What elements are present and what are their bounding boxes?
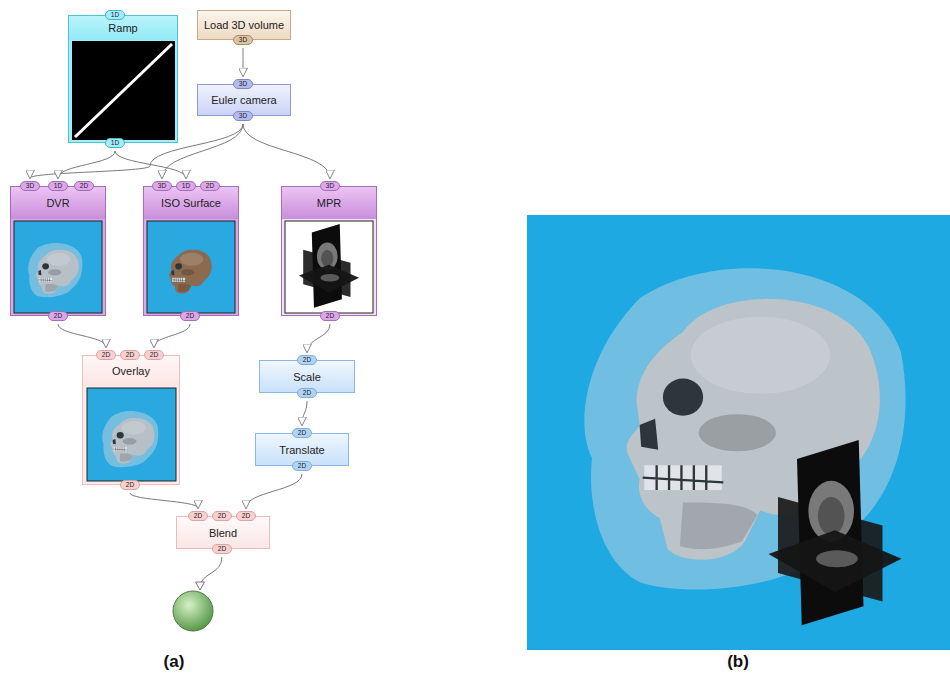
connector [130,493,198,508]
node-title: Overlay [83,356,179,386]
port-label: 3D [152,181,172,191]
connector [154,324,190,347]
port-label: 3D [233,111,253,121]
port-label: 2D [212,511,232,521]
arrow-head [196,582,205,590]
port-label: 2D [292,428,312,438]
output-node [173,591,213,631]
port-label: 1D [48,181,68,191]
port-label: 2D [320,311,340,321]
port-label: 2D [120,480,140,490]
port-label: 2D [180,311,200,321]
port-label: 2D [74,181,94,191]
connector [302,401,307,425]
connector [243,124,330,178]
connector [307,324,330,352]
node-title: ISO Surface [144,187,238,219]
node-title: Ramp [69,16,177,40]
port-label: 2D [96,350,116,360]
ramp-node: Ramp [68,15,178,143]
render-node: ISO Surface [143,186,239,316]
connector [115,151,186,178]
panel-label: (a) [164,652,185,672]
render-node: MPR [281,186,377,316]
port-label: 2D [120,350,140,360]
port-label: 2D [292,461,312,471]
port-label: 3D [20,181,40,191]
connector [58,324,106,347]
port-label: 3D [233,35,253,45]
connector [243,48,244,76]
render-node: DVR [10,186,106,316]
port-label: 2D [236,511,256,521]
panel-label: (b) [727,652,749,672]
rendered-result [527,215,950,650]
connector [246,474,302,508]
port-label: 2D [48,311,68,321]
overlay-node: Overlay [82,355,180,485]
port-label: 1D [176,181,196,191]
port-label: 1D [105,10,125,20]
port-label: 2D [188,511,208,521]
node-title: DVR [11,187,105,219]
port-label: 2D [212,544,232,554]
connector [58,151,115,178]
port-label: 2D [200,181,220,191]
port-label: 3D [233,79,253,89]
port-label: 3D [320,181,340,191]
port-label: 2D [297,388,317,398]
port-label: 2D [144,350,164,360]
node-title: MPR [282,187,376,219]
port-label: 2D [297,355,317,365]
port-label: 1D [105,138,125,148]
